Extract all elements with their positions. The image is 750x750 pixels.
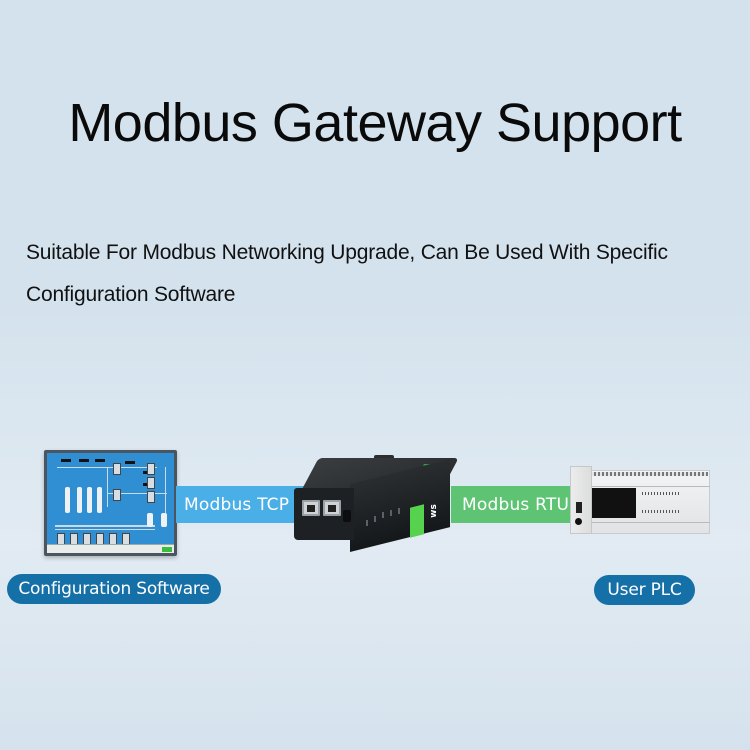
status-led-icon	[366, 520, 368, 526]
plc-seam	[588, 522, 710, 523]
valve-icon	[147, 463, 155, 475]
gateway-green-label	[410, 504, 424, 538]
status-led-icon	[382, 512, 384, 518]
configuration-software-label: Configuration Software	[7, 574, 221, 604]
valve-icon	[113, 489, 121, 501]
tag-label	[79, 459, 89, 462]
brand-logo: ws	[428, 504, 439, 518]
valve-icon	[147, 477, 155, 489]
configuration-software-text: Configuration Software	[18, 579, 210, 599]
plc-terminal-strip	[590, 472, 708, 476]
page-subtitle: Suitable For Modbus Networking Upgrade, …	[26, 241, 668, 306]
tank-icon	[77, 487, 82, 513]
modbus-rtu-link: Modbus RTU	[451, 486, 577, 523]
status-led-icon	[390, 510, 392, 516]
pipe-line	[165, 467, 166, 527]
plc-connector-icon	[575, 518, 582, 525]
plc-cover-panel	[592, 488, 636, 518]
plc-port-icon	[576, 502, 582, 513]
status-led-icon	[398, 508, 400, 514]
tag-label	[61, 459, 71, 462]
tag-label	[125, 461, 135, 464]
tag-label	[95, 459, 105, 462]
modbus-gateway-device: ws	[294, 455, 459, 558]
valve-icon	[113, 463, 121, 475]
scada-screen-image	[44, 450, 177, 556]
tank-icon	[87, 487, 92, 513]
valve-icon	[147, 491, 155, 503]
plc-indicator-row	[642, 492, 680, 495]
plc-seam	[588, 486, 710, 487]
ethernet-port-icon	[323, 500, 341, 516]
power-jack-icon	[343, 510, 351, 522]
plc-controller-image	[566, 464, 711, 538]
modbus-tcp-label: Modbus TCP	[184, 494, 290, 515]
tank-icon	[161, 513, 167, 527]
status-led-icon	[374, 516, 376, 522]
tank-icon	[147, 513, 153, 527]
status-indicator	[162, 547, 172, 552]
user-plc-text: User PLC	[607, 580, 682, 600]
pipe-line	[107, 493, 167, 494]
tank-icon	[65, 487, 70, 513]
scada-status-bar	[47, 544, 174, 553]
pipe-line	[107, 467, 108, 507]
user-plc-label: User PLC	[594, 575, 695, 605]
modbus-tcp-link: Modbus TCP	[176, 486, 306, 523]
plc-indicator-row	[642, 510, 680, 513]
tank-icon	[97, 487, 102, 513]
plc-side-module	[570, 466, 592, 534]
modbus-rtu-label: Modbus RTU	[462, 494, 570, 515]
page-title: Modbus Gateway Support	[68, 93, 682, 153]
pipe-line	[55, 525, 155, 527]
pipe-line	[55, 529, 155, 530]
ethernet-port-icon	[302, 500, 320, 516]
